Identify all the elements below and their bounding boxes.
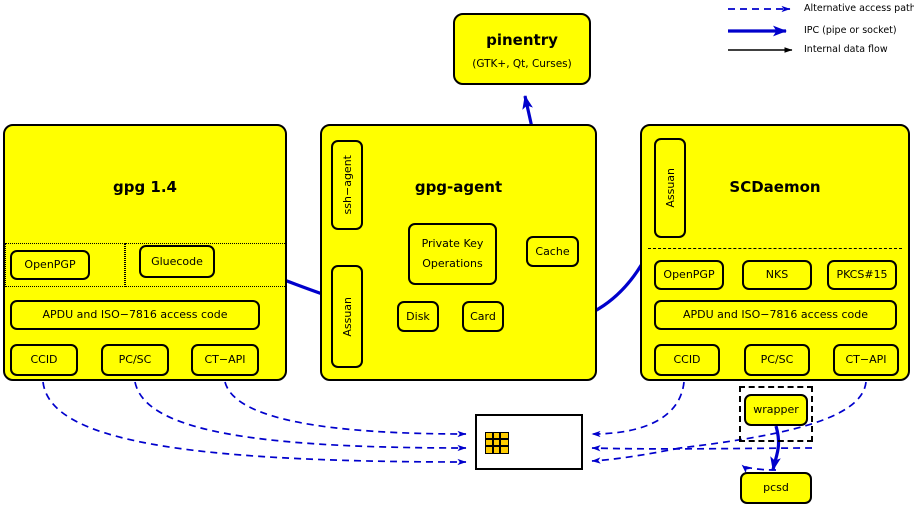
gpg-title: gpg 1.4 [112,178,177,196]
scdaemon-assuan-label: Assuan [663,168,677,208]
pinentry-subtitle: (GTK+, Qt, Curses) [472,58,572,70]
pinentry-box[interactable]: pinentry (GTK+, Qt, Curses) [453,13,591,85]
pcsd-node[interactable]: pcsd [740,472,812,504]
scdaemon-title: SCDaemon [729,178,821,196]
gpgagent-private-key-operations-node[interactable]: Private Key Operations [408,223,497,285]
smartcard-chip-icon [485,432,509,454]
gpgagent-title: gpg-agent [414,178,503,196]
gpg-driver-ccid[interactable]: CCID [10,344,78,376]
gpg-driver-ctapi[interactable]: CT−API [191,344,259,376]
pinentry-title: pinentry [486,31,558,49]
gpgagent-assuan-label: Assuan [340,296,354,337]
gpgagent-ssh-agent-node[interactable]: ssh−agent [331,140,363,230]
scdaemon-app-pkcs15[interactable]: PKCS#15 [827,260,897,290]
gpgagent-assuan-node[interactable]: Assuan [331,265,363,368]
legend-label-ipc: IPC (pipe or socket) [804,25,897,36]
gpg-openpgp-node[interactable]: OpenPGP [10,250,90,280]
scdaemon-app-nks[interactable]: NKS [742,260,812,290]
legend-label-internal-flow: Internal data flow [804,44,888,55]
alternative-path-arrows [42,381,867,474]
scdaemon-driver-pcsc[interactable]: PC/SC [744,344,810,376]
scdaemon-assuan-node[interactable]: Assuan [654,138,686,238]
gpgagent-ssh-agent-label: ssh−agent [340,155,354,215]
gpg-gluecode-node[interactable]: Gluecode [139,245,215,278]
legend-label-alternative-paths: Alternative access paths [804,3,914,14]
gpg-openpgp-region [5,243,125,287]
gpgagent-cache-node[interactable]: Cache [526,236,579,267]
wrapper-node[interactable]: wrapper [744,394,808,426]
scdaemon-apdu-node[interactable]: APDU and ISO−7816 access code [654,300,897,330]
gpgagent-card-node[interactable]: Card [462,301,504,332]
scdaemon-app-openpgp[interactable]: OpenPGP [654,260,724,290]
wrapper-region [739,386,813,442]
private-key-line-1: Private Key [421,237,484,251]
gpg-apdu-node[interactable]: APDU and ISO−7816 access code [10,300,260,330]
gpg-gluecode-region [125,243,287,287]
scdaemon-driver-ccid[interactable]: CCID [654,344,720,376]
gpg-driver-pcsc[interactable]: PC/SC [101,344,169,376]
private-key-line-2: Operations [422,257,483,270]
scdaemon-divider [648,248,902,249]
scdaemon-driver-ctapi[interactable]: CT−API [833,344,899,376]
gpgagent-disk-node[interactable]: Disk [397,301,439,332]
